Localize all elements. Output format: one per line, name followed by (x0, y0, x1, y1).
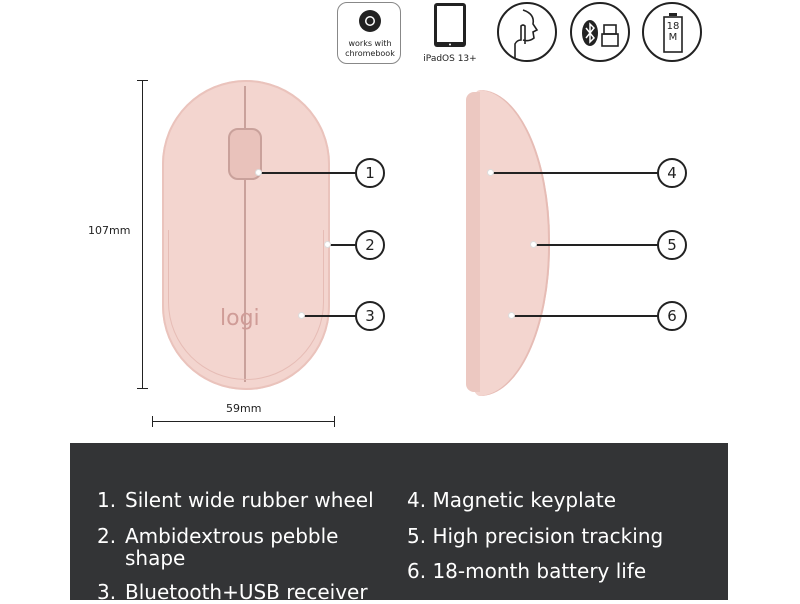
chromebook-label: works with chromebook (345, 39, 395, 58)
height-dimension-line (142, 80, 143, 389)
ipad-badge: iPadOS 13+ (420, 2, 480, 64)
height-label: 107mm (88, 224, 131, 237)
callout-3: 3 (355, 301, 385, 331)
feature-6: 6. 18-month battery life (407, 559, 647, 583)
callout-4: 4 (657, 158, 687, 188)
chrome-icon (359, 10, 381, 32)
tablet-icon (434, 3, 466, 47)
mouse-front-view: logi (162, 80, 330, 390)
callout-2: 2 (355, 230, 385, 260)
features-panel: 1.Silent wide rubber wheel 2.Ambidextrou… (70, 443, 728, 604)
callout-1: 1 (355, 158, 385, 188)
battery-badge: 18 M (642, 2, 702, 62)
battery-icon (663, 13, 683, 53)
bluetooth-usb-icon (570, 2, 630, 62)
chromebook-badge: works with chromebook (337, 2, 401, 64)
ipad-label: iPadOS 13+ (423, 54, 477, 64)
callout-5: 5 (657, 230, 687, 260)
callout-6: 6 (657, 301, 687, 331)
mouse-side-view (468, 90, 550, 396)
feature-1: 1.Silent wide rubber wheel (97, 488, 374, 512)
feature-4: 4. Magnetic keyplate (407, 488, 617, 512)
width-dimension-line (152, 421, 335, 422)
silent-click-icon (497, 2, 557, 62)
logi-logo: logi (220, 306, 260, 331)
feature-2: 2.Ambidextrous pebble shape (97, 524, 339, 570)
width-label: 59mm (226, 402, 262, 415)
battery-label: 18 M (666, 21, 680, 43)
feature-5: 5. High precision tracking (407, 524, 664, 548)
feature-3: 3.Bluetooth+USB receiver (97, 580, 368, 604)
